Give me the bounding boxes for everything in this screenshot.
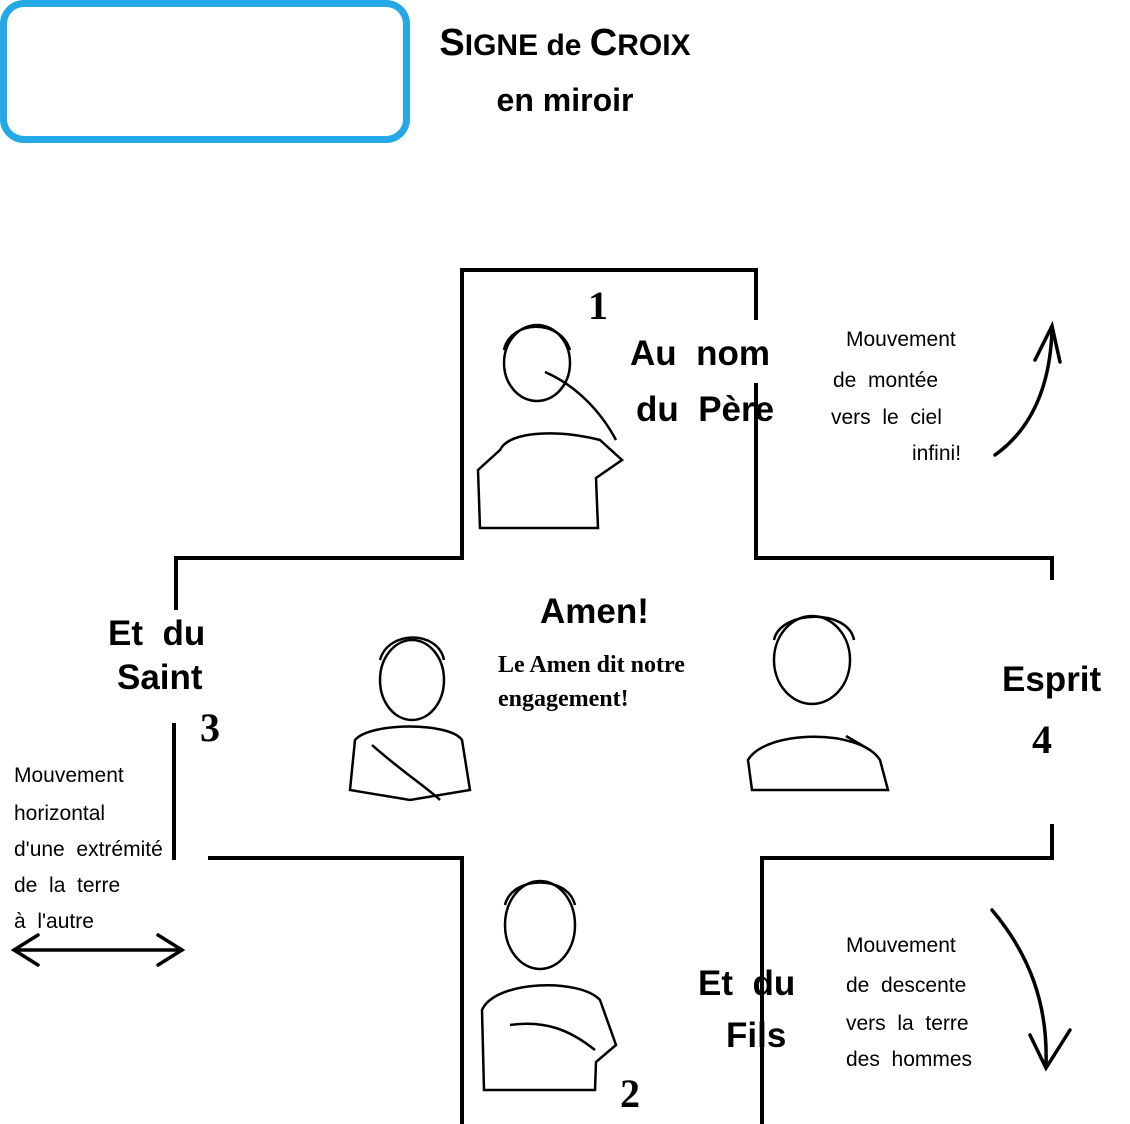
note-horizontal-line2: horizontal (14, 802, 106, 825)
up-arrowhead-icon (1033, 320, 1062, 364)
person-figure-2 (480, 879, 618, 1092)
step-2-line2: Fils (726, 1016, 787, 1055)
down-arrowhead-icon (1028, 1028, 1072, 1072)
step-4-label: Esprit (1002, 660, 1102, 699)
cross-outline-right-top (754, 556, 1054, 580)
step-3-number: 3 (200, 705, 220, 750)
note-up-line4: infini! (912, 442, 962, 465)
amen-sub-line1: Le Amen dit notre (498, 652, 685, 678)
note-down-line1: Mouvement (846, 934, 956, 957)
step-4-number: 4 (1032, 717, 1052, 762)
note-horizontal-line4: de la terre (14, 874, 121, 897)
step-2-line1: Et du (698, 964, 796, 1003)
note-down-line2: de descente (846, 974, 967, 997)
note-up-line3: vers le ciel (831, 406, 942, 429)
note-up-line1: Mouvement (846, 328, 956, 351)
up-arrow-icon (993, 328, 1054, 457)
person-figure-1 (476, 323, 625, 530)
title-line1: SIGNE de CROIX (439, 22, 691, 64)
cross-outline-top (460, 268, 758, 560)
title-box: SIGNE de CROIX en miroir (0, 0, 691, 143)
step-2-number: 2 (620, 1071, 640, 1116)
cross-outline-bottom-left (208, 856, 464, 1124)
step-3-line2: Saint (117, 658, 203, 697)
note-horizontal-line3: d'une extrémité (14, 838, 163, 861)
amen-title: Amen! (540, 592, 649, 631)
down-arrow-icon (990, 908, 1048, 1067)
cross-outline-right-bottom (760, 824, 1054, 1124)
step-1-number: 1 (588, 283, 608, 328)
title-line2: en miroir (496, 82, 634, 118)
cross-outline-left-top (174, 556, 464, 610)
note-down-line4: des hommes (846, 1048, 973, 1071)
step-1-line2: du Père (636, 390, 775, 429)
right-arrowhead-icon (156, 933, 186, 967)
note-down-line3: vers la terre (846, 1012, 969, 1035)
note-horizontal-line5: à l'autre (14, 910, 94, 933)
step-3-line1: Et du (108, 614, 206, 653)
person-figure-4 (746, 614, 890, 792)
left-arrowhead-icon (10, 933, 40, 967)
note-up-line2: de montée (833, 369, 939, 392)
person-figure-3 (348, 636, 472, 802)
step-1-line1: Au nom (630, 334, 770, 373)
note-horizontal-line1: Mouvement (14, 764, 124, 787)
amen-sub-line2: engagement! (498, 686, 629, 712)
